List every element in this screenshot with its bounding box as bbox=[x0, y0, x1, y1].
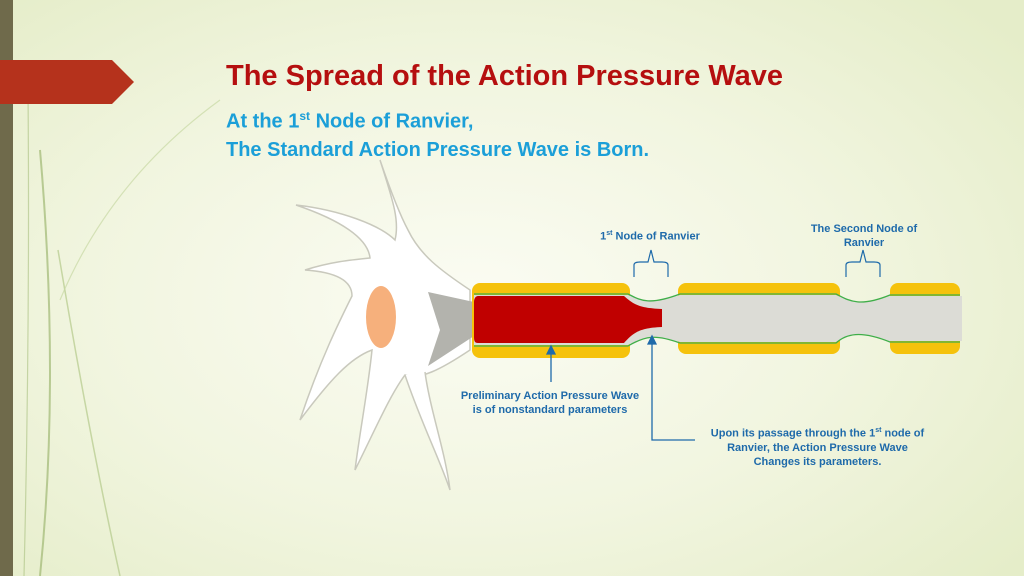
passage-arrow bbox=[646, 334, 695, 441]
preliminary-wave-arrow bbox=[545, 344, 557, 382]
slide-title: The Spread of the Action Pressure Wave bbox=[226, 60, 784, 92]
axon-hillock bbox=[428, 292, 474, 366]
passage-label: Upon its passage through the 1st node of… bbox=[710, 427, 925, 468]
preliminary-wave bbox=[474, 296, 662, 343]
preliminary-wave-label: Preliminary Action Pressure Wave is of n… bbox=[460, 390, 640, 416]
first-node-brace bbox=[633, 249, 669, 277]
subtitle-line-2: The Standard Action Pressure Wave is Bor… bbox=[226, 138, 650, 161]
left-accent-strip bbox=[0, 0, 13, 576]
first-node-label: 1st Node of Ranvier bbox=[600, 230, 700, 243]
subtitle-line-1: At the 1st Node of Ranvier, bbox=[226, 109, 474, 133]
nucleus bbox=[366, 286, 396, 348]
second-node-label: The Second Node of Ranvier bbox=[810, 223, 918, 249]
second-node-brace bbox=[845, 249, 881, 277]
membrane-outline bbox=[474, 293, 960, 347]
slide-subtitle: At the 1st Node of Ranvier, The Standard… bbox=[226, 102, 649, 164]
title-arrow-marker bbox=[0, 60, 134, 104]
